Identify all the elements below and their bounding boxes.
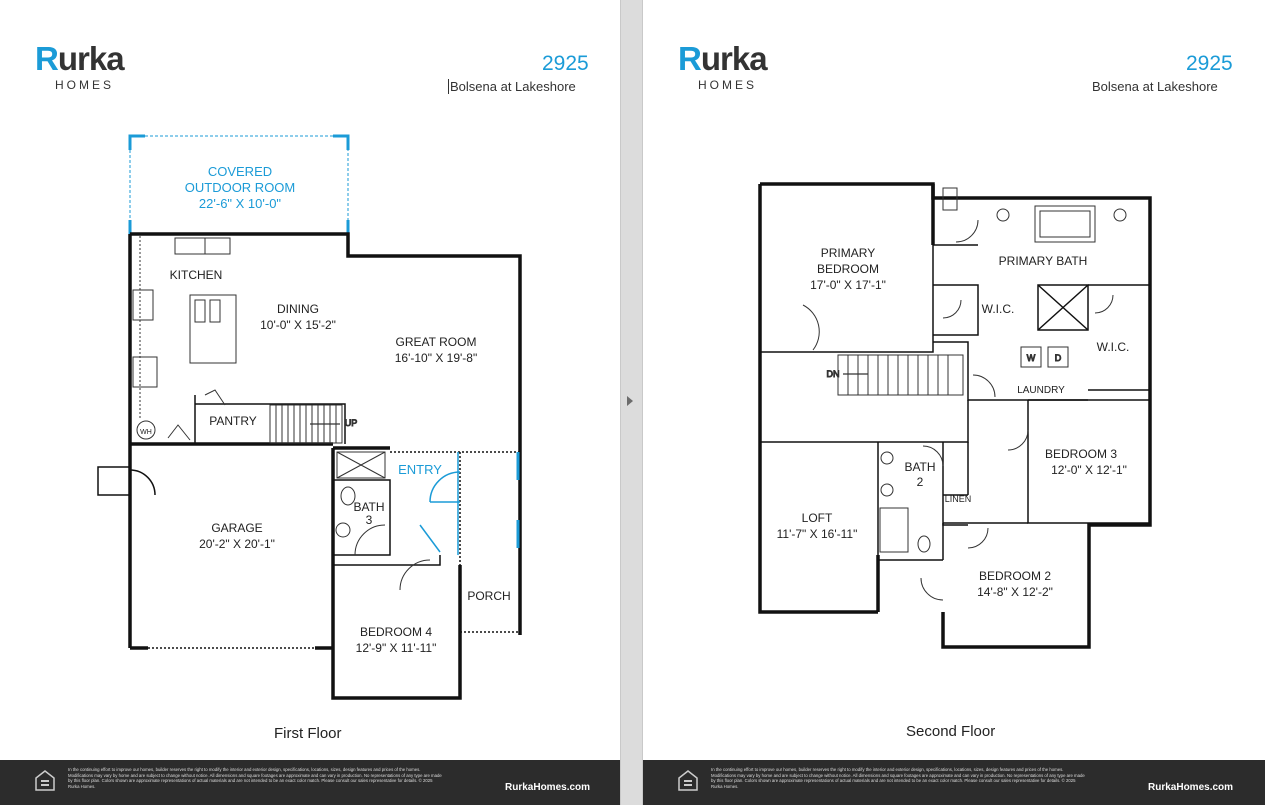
first-floor-interior (97, 395, 520, 649)
bath3-label-1: BATH (353, 500, 384, 514)
primary-bedroom-label-1: PRIMARY (821, 246, 875, 260)
legal-disclaimer: In the continuing effort to improve our … (68, 767, 442, 789)
garage-size: 20'-2" X 20'-1" (199, 537, 275, 551)
dryer-label: D (1055, 353, 1062, 363)
great-room-label: GREAT ROOM (396, 335, 477, 349)
first-floor-page: Rurka HOMES 2925 Bolsena at Lakeshore CO… (0, 0, 620, 805)
first-floor-label: First Floor (274, 725, 342, 742)
bath2-fixtures (802, 304, 1029, 601)
bedroom4-size: 12'-9" X 11'-11" (356, 641, 437, 655)
rurka-homes-logo: Rurka HOMES (35, 40, 155, 95)
washer-label: W (1027, 353, 1036, 363)
pantry-door (167, 389, 226, 441)
second-floor-walls (758, 182, 1152, 649)
logo-subtitle: HOMES (698, 78, 758, 92)
page-footer: In the continuing effort to improve our … (643, 760, 1265, 805)
bedroom3-size: 12'-0" X 12'-1" (1051, 463, 1127, 477)
bedroom4-label: BEDROOM 4 (360, 625, 432, 639)
first-floor-walls (128, 232, 522, 700)
water-heater-label: WH (140, 429, 152, 436)
legal-disclaimer: In the continuing effort to improve our … (711, 767, 1085, 789)
bedroom2-size: 14'-8" X 12'-2" (977, 585, 1053, 599)
rurka-homes-logo: Rurka HOMES (678, 40, 798, 95)
linen-label: LINEN (945, 494, 972, 504)
covered-outdoor-room-size: 22'-6" X 10'-0" (199, 196, 282, 211)
entry-door (419, 452, 520, 555)
plan-number: 2925 (542, 52, 589, 75)
porch-label: PORCH (467, 589, 510, 603)
primary-bath-fixtures (942, 187, 1127, 319)
laundry-fixtures: W D (972, 346, 1069, 398)
first-floor-plan: COVERED OUTDOOR ROOM 22'-6" X 10'-0" (97, 134, 522, 700)
second-floor-page: Rurka HOMES 2925 Bolsena at Lakeshore (643, 0, 1265, 805)
great-room-size: 16'-10" X 19'-8" (395, 351, 477, 365)
pantry-label: PANTRY (209, 414, 257, 428)
logo-word: Rurka (35, 40, 125, 77)
stairs-up-label: UP (345, 418, 358, 428)
stairs-down-label: DN (827, 369, 840, 379)
equal-housing-opportunity-icon (35, 770, 55, 791)
kitchen-label: KITCHEN (170, 268, 223, 282)
bedroom3-label: BEDROOM 3 (1045, 447, 1117, 461)
community-name: Bolsena at Lakeshore (1092, 79, 1218, 94)
logo-word: Rurka (678, 40, 768, 77)
dining-label: DINING (277, 302, 319, 316)
covered-outdoor-room-label-1: COVERED (208, 164, 272, 179)
wic-1-label: W.I.C. (982, 302, 1015, 316)
community-name: Bolsena at Lakeshore (448, 79, 576, 94)
covered-outdoor-room: COVERED OUTDOOR ROOM 22'-6" X 10'-0" (128, 134, 350, 235)
loft-size: 11'-7" X 16'-11" (777, 527, 858, 541)
equal-housing-opportunity-icon (678, 770, 698, 791)
page-next-arrow-icon[interactable] (627, 396, 633, 406)
kitchen-fixtures (132, 236, 237, 440)
second-floor-plan: W D DN PRIMARY BEDROOM 17'-0" X 17'-1" P… (758, 182, 1152, 649)
bath2-label-2: 2 (917, 475, 924, 489)
stairs-up: UP (269, 404, 358, 444)
entry-label: ENTRY (398, 462, 442, 477)
primary-bedroom-label-2: BEDROOM (817, 262, 879, 276)
garage-label: GARAGE (211, 521, 262, 535)
plan-number: 2925 (1186, 52, 1233, 75)
website-link[interactable]: RurkaHomes.com (505, 782, 591, 793)
page-footer: In the continuing effort to improve our … (0, 760, 620, 805)
stairs-down: DN (826, 354, 964, 396)
covered-outdoor-room-label-2: OUTDOOR ROOM (185, 180, 296, 195)
logo-subtitle: HOMES (55, 78, 115, 92)
primary-bedroom-size: 17'-0" X 17'-1" (810, 278, 886, 292)
second-floor-interior (760, 198, 1150, 612)
laundry-label: LAUNDRY (1017, 385, 1065, 396)
wic-2-label: W.I.C. (1097, 340, 1130, 354)
loft-label: LOFT (802, 511, 833, 525)
bedroom2-label: BEDROOM 2 (979, 569, 1051, 583)
bath2-label-1: BATH (904, 460, 935, 474)
second-floor-label: Second Floor (906, 723, 996, 740)
bath3-fixtures (335, 451, 431, 591)
dining-size: 10'-0" X 15'-2" (260, 318, 336, 332)
bath3-label-2: 3 (366, 513, 373, 527)
website-link[interactable]: RurkaHomes.com (1148, 782, 1234, 793)
primary-bath-label: PRIMARY BATH (999, 254, 1088, 268)
